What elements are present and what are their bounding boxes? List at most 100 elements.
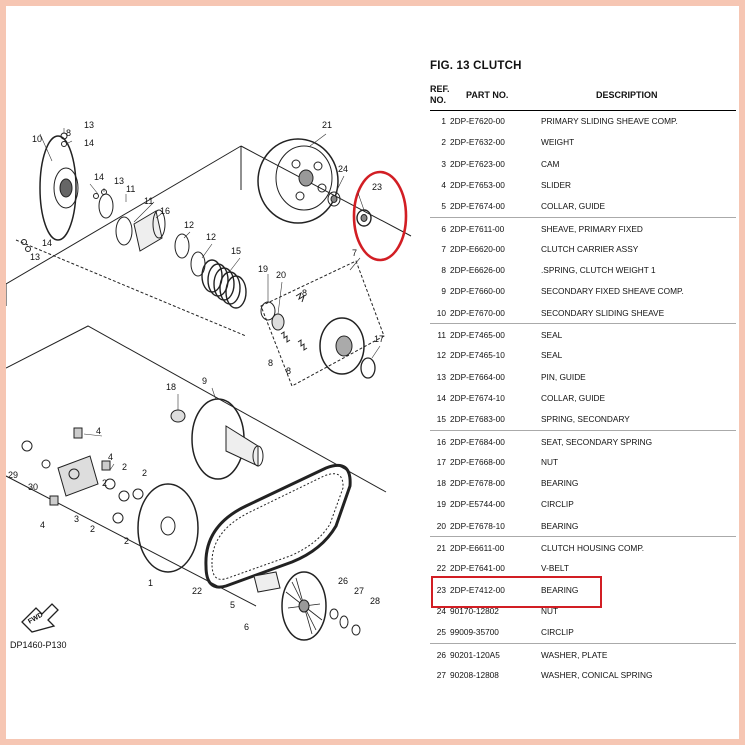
page: 10 13 14 8 14 13 11 11 16 12 12 15 14 13… (6, 6, 739, 739)
table-row: 2 2DP-E7632-00 WEIGHT (430, 131, 736, 153)
table-row: 25 99009-35700 CIRCLIP (430, 621, 736, 643)
description-cell: SPRING, SECONDARY (541, 414, 630, 425)
ref-cell: 19 (436, 499, 446, 510)
callout-24: 24 (338, 164, 349, 174)
part-number-cell: 2DP-E6626-00 (450, 265, 505, 276)
description-cell: SEAT, SECONDARY SPRING (541, 436, 653, 447)
callout-14: 14 (84, 138, 95, 148)
callout-13c: 13 (30, 252, 41, 262)
table-row: 16 2DP-E7684-00 SEAT, SECONDARY SPRING (430, 429, 736, 453)
ref-cell: 5 (441, 201, 446, 212)
description-cell: SEAL (541, 330, 563, 340)
part-number-cell: 2DP-E7674-00 (450, 201, 505, 212)
callout-14c: 14 (42, 238, 53, 248)
callout-19: 19 (258, 264, 269, 274)
description-cell: CIRCLIP (541, 627, 574, 638)
description-cell: SLIDER (541, 179, 571, 190)
callout-13b: 13 (114, 176, 125, 186)
table-row: 12 2DP-E7465-10 SEAL (430, 344, 736, 366)
callout-20: 20 (276, 270, 287, 280)
description-cell: V-BELT (541, 563, 569, 574)
description-cell: BEARING (541, 478, 579, 489)
callout-1: 1 (148, 578, 154, 588)
ref-cell: 27 (436, 669, 446, 680)
table-header: REF. NO. PART NO. DESCRIPTION (430, 80, 736, 111)
part-number-cell: 2DP-E6611-00 (450, 543, 505, 553)
part-number-cell: 2DP-E7465-00 (450, 330, 505, 340)
part-number-cell: 2DP-E7670-00 (450, 307, 505, 318)
callout-16: 16 (160, 206, 171, 216)
figure-code: DP1460-P130 (10, 640, 67, 650)
callout-29: 29 (8, 470, 19, 480)
description-cell: WEIGHT (541, 137, 575, 148)
part-number-cell: 90201-120A5 (450, 649, 500, 660)
ref-cell: 15 (436, 414, 446, 425)
ref-cell: 2 (441, 137, 446, 148)
callout-11: 11 (126, 184, 136, 194)
callout-2d: 2 (90, 524, 96, 534)
callout-30: 30 (28, 482, 39, 492)
callout-27: 27 (354, 586, 365, 596)
part-number-cell: 2DP-E6620-00 (450, 243, 505, 254)
callout-4b: 4 (108, 452, 114, 462)
part-number-cell: 2DP-E7641-00 (450, 563, 505, 574)
ref-cell: 25 (436, 627, 446, 638)
callout-7: 7 (352, 248, 358, 258)
description-cell: SECONDARY FIXED SHEAVE COMP. (541, 286, 684, 297)
part-number-cell: 2DP-E7668-00 (450, 456, 505, 467)
part-number-cell: 2DP-E7664-00 (450, 371, 505, 382)
ref-cell: 12 (436, 350, 446, 361)
ref-cell: 17 (436, 456, 446, 467)
callout-9: 9 (202, 376, 208, 386)
callout-5: 5 (230, 600, 236, 610)
ref-cell: 16 (436, 436, 446, 447)
part-number-cell: 2DP-E7465-10 (450, 350, 505, 361)
description-cell: BEARING (541, 584, 579, 595)
ref-cell: 24 (436, 605, 446, 616)
header-ref-line2: NO. (430, 95, 447, 105)
ref-cell: 26 (436, 649, 446, 660)
part-number-cell: 2DP-E7611-00 (450, 223, 505, 234)
callout-2a: 2 (122, 462, 128, 472)
highlight-circle-part-23 (352, 170, 408, 262)
description-cell: SEAL (541, 350, 563, 361)
part-number-cell: 2DP-E7632-00 (450, 137, 505, 148)
ref-cell: 13 (436, 371, 446, 382)
ref-cell: 8 (441, 265, 446, 276)
callout-4c: 4 (40, 520, 46, 530)
callout-6: 6 (244, 622, 250, 632)
callout-2e: 2 (124, 536, 130, 546)
ref-cell: 14 (436, 392, 446, 403)
ref-cell: 4 (441, 179, 446, 190)
clutch-exploded-diagram: 10 13 14 8 14 13 11 11 16 12 12 15 14 13… (6, 6, 426, 739)
ref-cell: 6 (441, 223, 446, 234)
part-number-cell: 99009-35700 (450, 627, 499, 638)
callout-11b: 11 (144, 196, 154, 206)
table-row: 4 2DP-E7653-00 SLIDER (430, 174, 736, 196)
description-cell: PIN, GUIDE (541, 371, 586, 382)
callout-10: 10 (32, 134, 43, 144)
callout-14b: 14 (94, 172, 105, 182)
callout-26: 26 (338, 576, 349, 586)
part-number-cell: 2DP-E7653-00 (450, 179, 505, 190)
part-number-cell: 2DP-E7684-00 (450, 436, 505, 447)
callout-12: 12 (184, 220, 195, 230)
diagram-drawing (6, 128, 412, 641)
description-cell: SECONDARY SLIDING SHEAVE (541, 307, 665, 318)
